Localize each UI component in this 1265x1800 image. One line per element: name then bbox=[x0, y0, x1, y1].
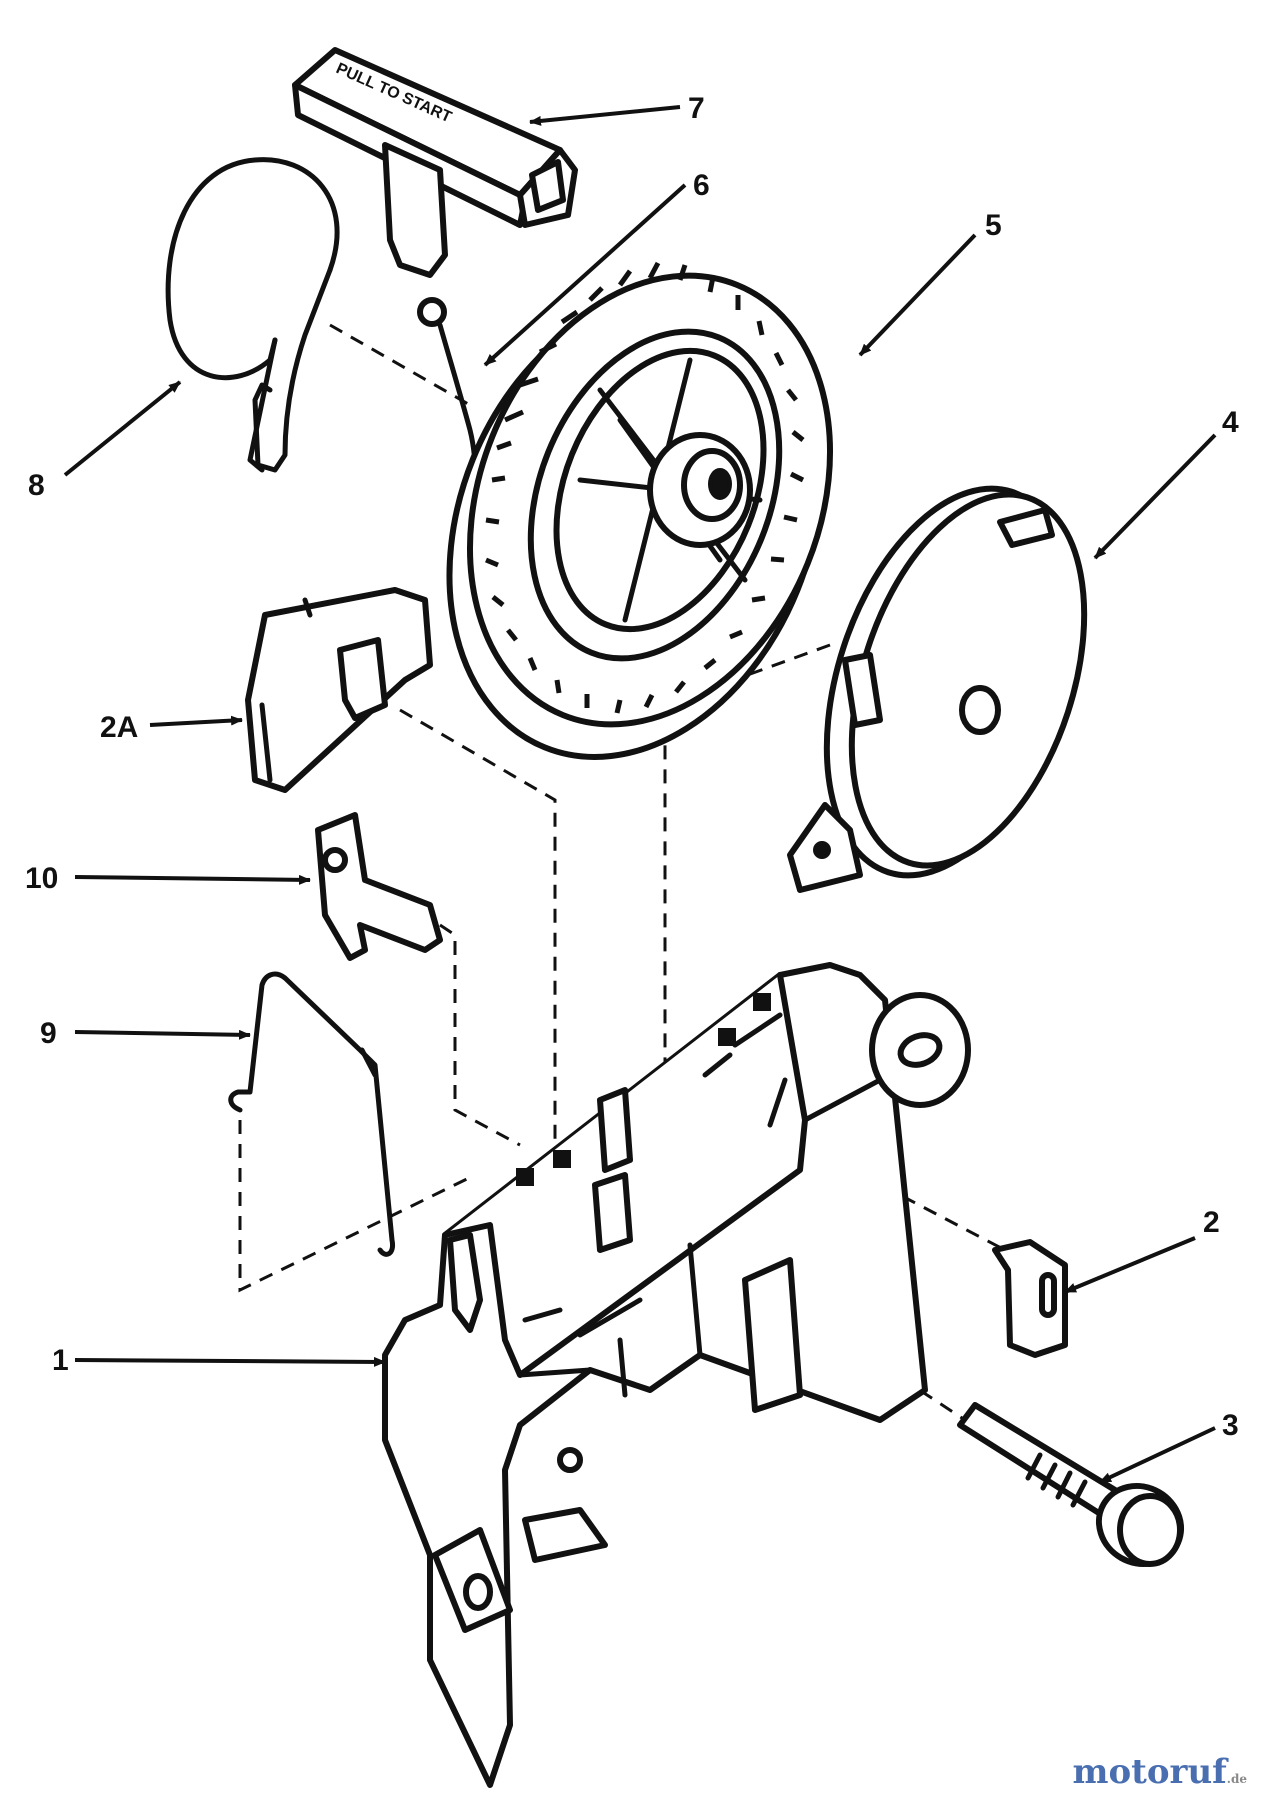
watermark-logo: motoruf.de bbox=[1073, 1752, 1248, 1792]
part-9-wire-clip bbox=[228, 971, 396, 1257]
callout-10: 10 bbox=[25, 862, 58, 895]
callout-leaders bbox=[63, 105, 1217, 1484]
callout-6: 6 bbox=[693, 169, 710, 202]
callout-labels: 7 6 5 4 8 2A 10 9 1 2 3 bbox=[25, 92, 1239, 1442]
part-1-mounting-bracket bbox=[382, 962, 971, 1788]
callout-5: 5 bbox=[985, 209, 1002, 242]
callout-8: 8 bbox=[28, 469, 45, 502]
callout-2a: 2A bbox=[100, 711, 138, 744]
callout-7: 7 bbox=[688, 92, 705, 125]
part-7-starter-handle: PULL TO START bbox=[292, 47, 578, 278]
callout-9: 9 bbox=[40, 1017, 57, 1050]
callout-4: 4 bbox=[1222, 406, 1239, 439]
part-3-shaft bbox=[957, 1402, 1185, 1568]
callout-3: 3 bbox=[1222, 1409, 1239, 1442]
watermark-suffix: .de bbox=[1226, 1772, 1247, 1786]
watermark-brand: motoruf bbox=[1072, 1752, 1227, 1792]
part-2-clip bbox=[992, 1239, 1068, 1358]
part-8-wire-spring bbox=[165, 157, 340, 473]
callout-2: 2 bbox=[1203, 1206, 1220, 1239]
part-10-key bbox=[315, 812, 443, 961]
part-4-spring-housing bbox=[787, 485, 1088, 893]
part-5-pulley bbox=[446, 261, 833, 760]
part-2a-brake-plate bbox=[245, 587, 433, 793]
callout-1: 1 bbox=[52, 1344, 69, 1377]
